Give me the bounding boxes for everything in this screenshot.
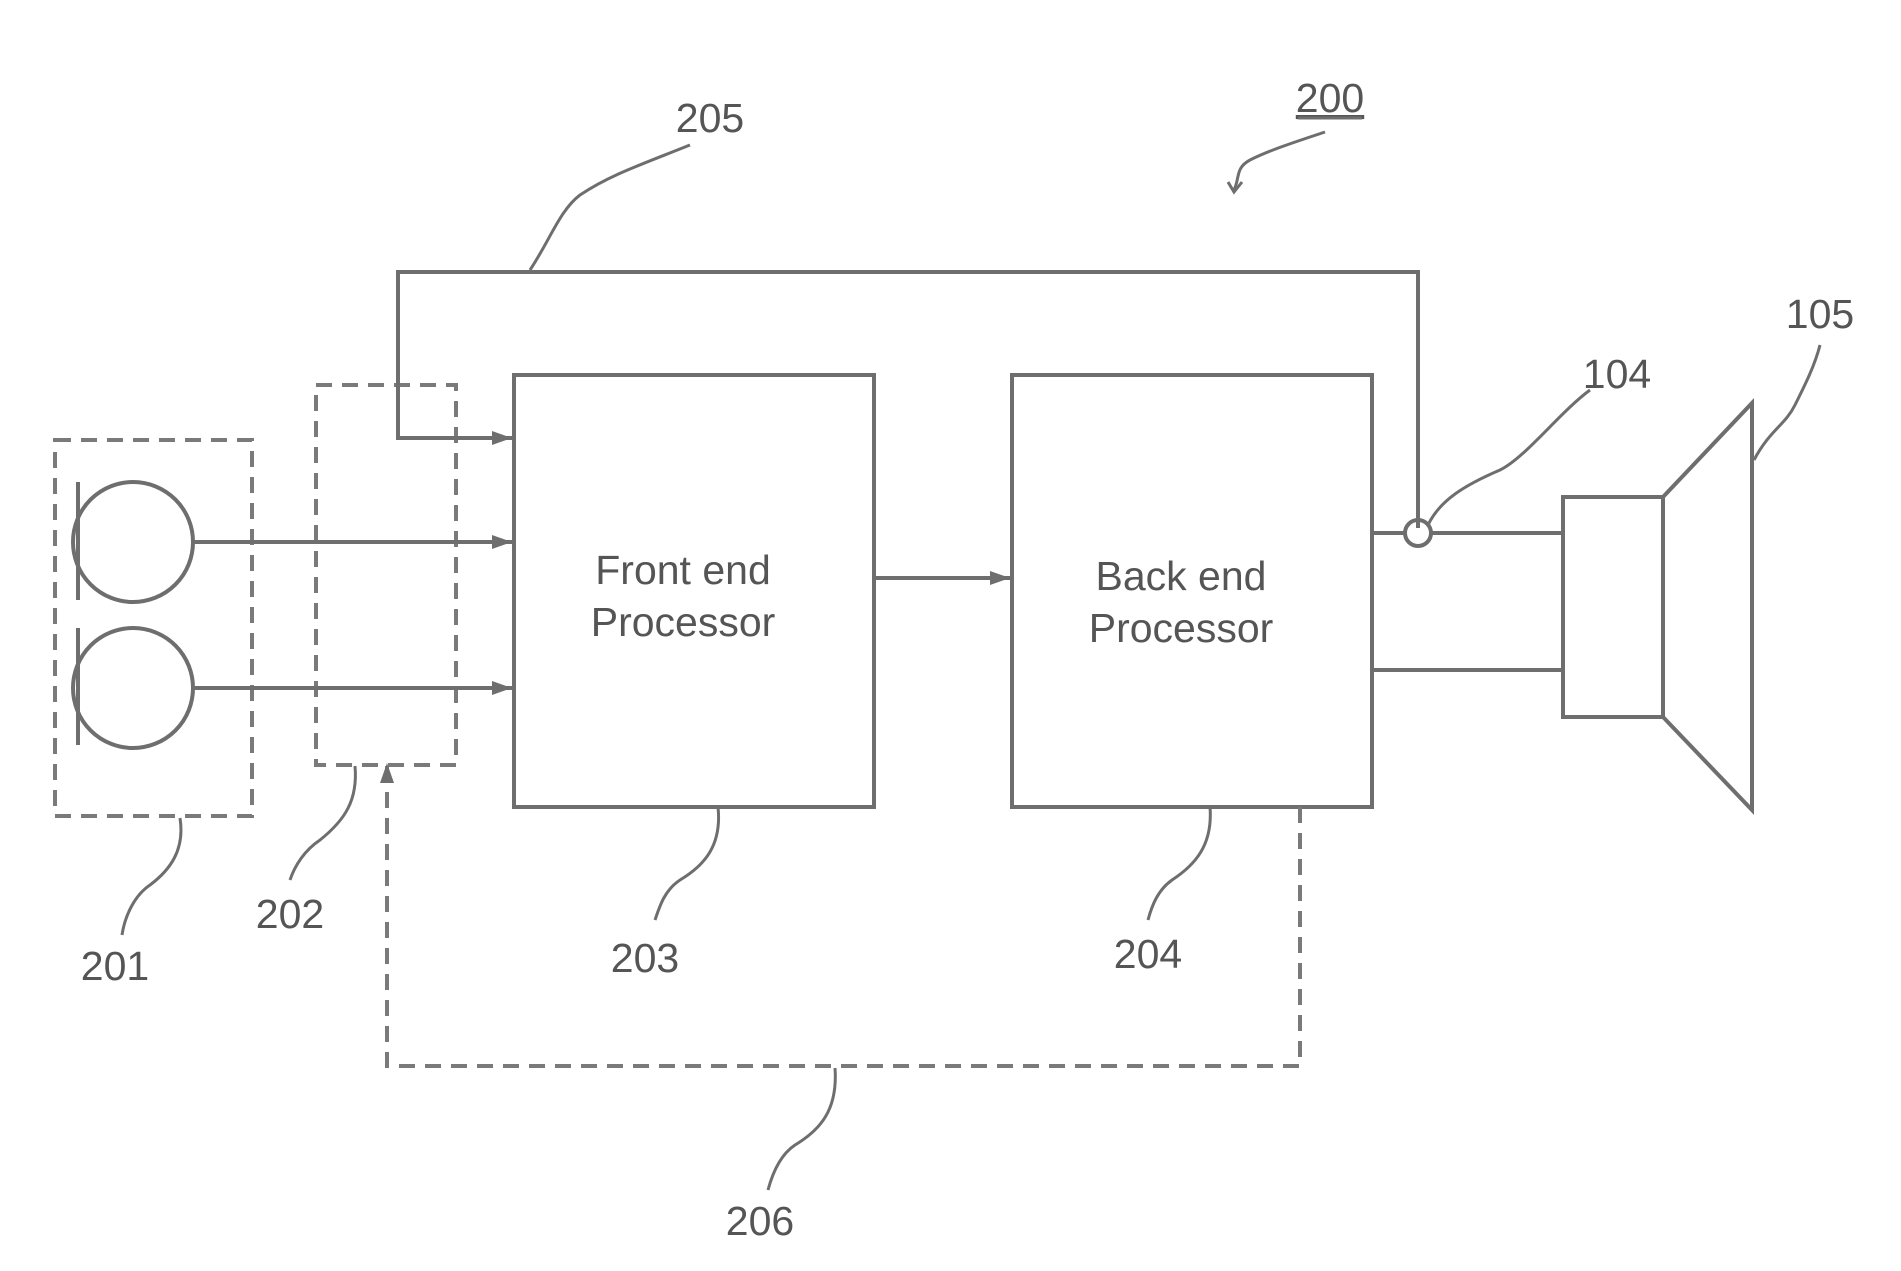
ref-206: 206 — [726, 1198, 794, 1244]
front-end-label-line1: Front end — [595, 547, 771, 593]
loudspeaker — [1563, 403, 1752, 810]
front-end-label-line2: Processor — [591, 599, 776, 645]
microphone-array-dashed-box — [55, 440, 252, 816]
ref-203: 203 — [611, 935, 679, 981]
reference-signal-path — [398, 272, 1418, 528]
microphone-array — [55, 440, 252, 816]
ref-200: 200 — [1296, 75, 1364, 121]
ref-105: 105 — [1786, 291, 1854, 337]
ref-104: 104 — [1583, 351, 1651, 397]
leader-202 — [290, 766, 355, 880]
back-end-processor: Back end Processor — [1012, 375, 1372, 807]
leader-206 — [768, 1068, 835, 1190]
leader-201 — [122, 818, 181, 935]
microphone-2 — [73, 628, 193, 748]
ref-201: 201 — [81, 943, 149, 989]
ref-202: 202 — [256, 891, 324, 937]
leader-205 — [530, 145, 690, 270]
back-end-label-line2: Processor — [1089, 605, 1274, 651]
leader-200 — [1234, 132, 1325, 190]
ref-204: 204 — [1114, 931, 1182, 977]
leader-105 — [1754, 345, 1820, 460]
ref-205: 205 — [676, 95, 744, 141]
microphone-1 — [73, 482, 193, 602]
front-end-processor: Front end Processor — [514, 375, 874, 807]
leader-203 — [655, 807, 719, 920]
leader-204 — [1148, 807, 1210, 920]
input-stage-dashed-box — [316, 385, 456, 765]
back-end-label-line1: Back end — [1096, 553, 1267, 599]
leader-104 — [1428, 390, 1590, 525]
